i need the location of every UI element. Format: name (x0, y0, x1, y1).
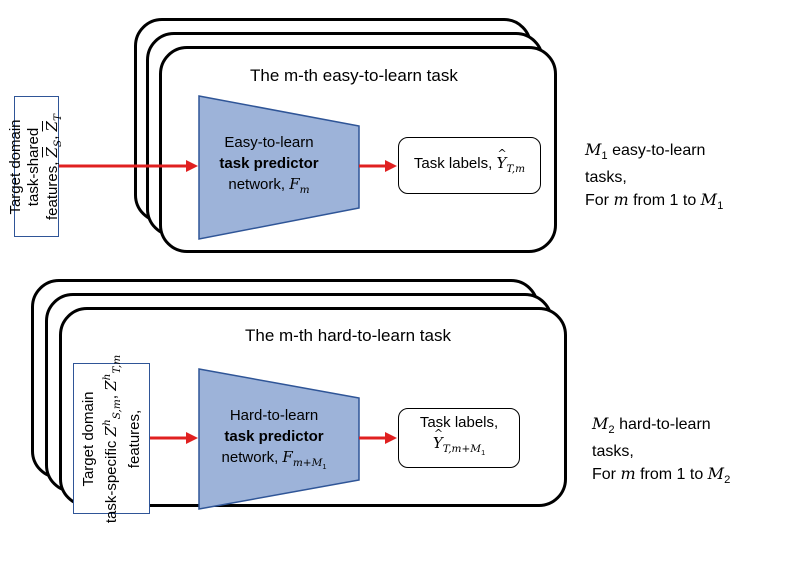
easy-task-labels-box: Task labels, YT,m (398, 137, 541, 194)
hard-predictor-shape (198, 368, 360, 510)
easy-side-description: M1 easy-to-learn tasks, For m from 1 to … (585, 140, 724, 213)
easy-task-title: The m-th easy-to-learn task (250, 66, 458, 85)
hard-task-title: The m-th hard-to-learn task (245, 326, 451, 345)
hard-predictor-label: Hard-to-learn task predictor network, Fm… (221, 407, 327, 472)
easy-predictor-shape (198, 95, 360, 240)
hard-output-arrow (359, 432, 397, 444)
easy-input-arrow (59, 160, 198, 172)
hard-task-labels-text: Task labels, YT,m+M1 (399, 413, 519, 463)
hard-input-features-box: Target domain task-specific ZhS,m, ZhT,m… (73, 354, 150, 523)
easy-task-labels-text: Task labels, YT,m (399, 144, 540, 179)
hard-task-labels-box: Task labels, YT,m+M1 (398, 408, 520, 468)
easy-predictor-label: Easy-to-learn task predictor network, Fm (219, 134, 319, 196)
easy-output-arrow (359, 160, 397, 172)
hard-side-description: M2 hard-to-learn tasks, For m from 1 to … (592, 414, 731, 487)
hard-input-features-text: Target domain task-specific ZhS,m, ZhT,m… (79, 354, 143, 523)
easy-input-features-box: Target domain task-shared features, ZS, … (7, 96, 64, 237)
hard-input-arrow (150, 432, 198, 444)
easy-input-features-text: Target domain task-shared features, ZS, … (6, 113, 64, 220)
